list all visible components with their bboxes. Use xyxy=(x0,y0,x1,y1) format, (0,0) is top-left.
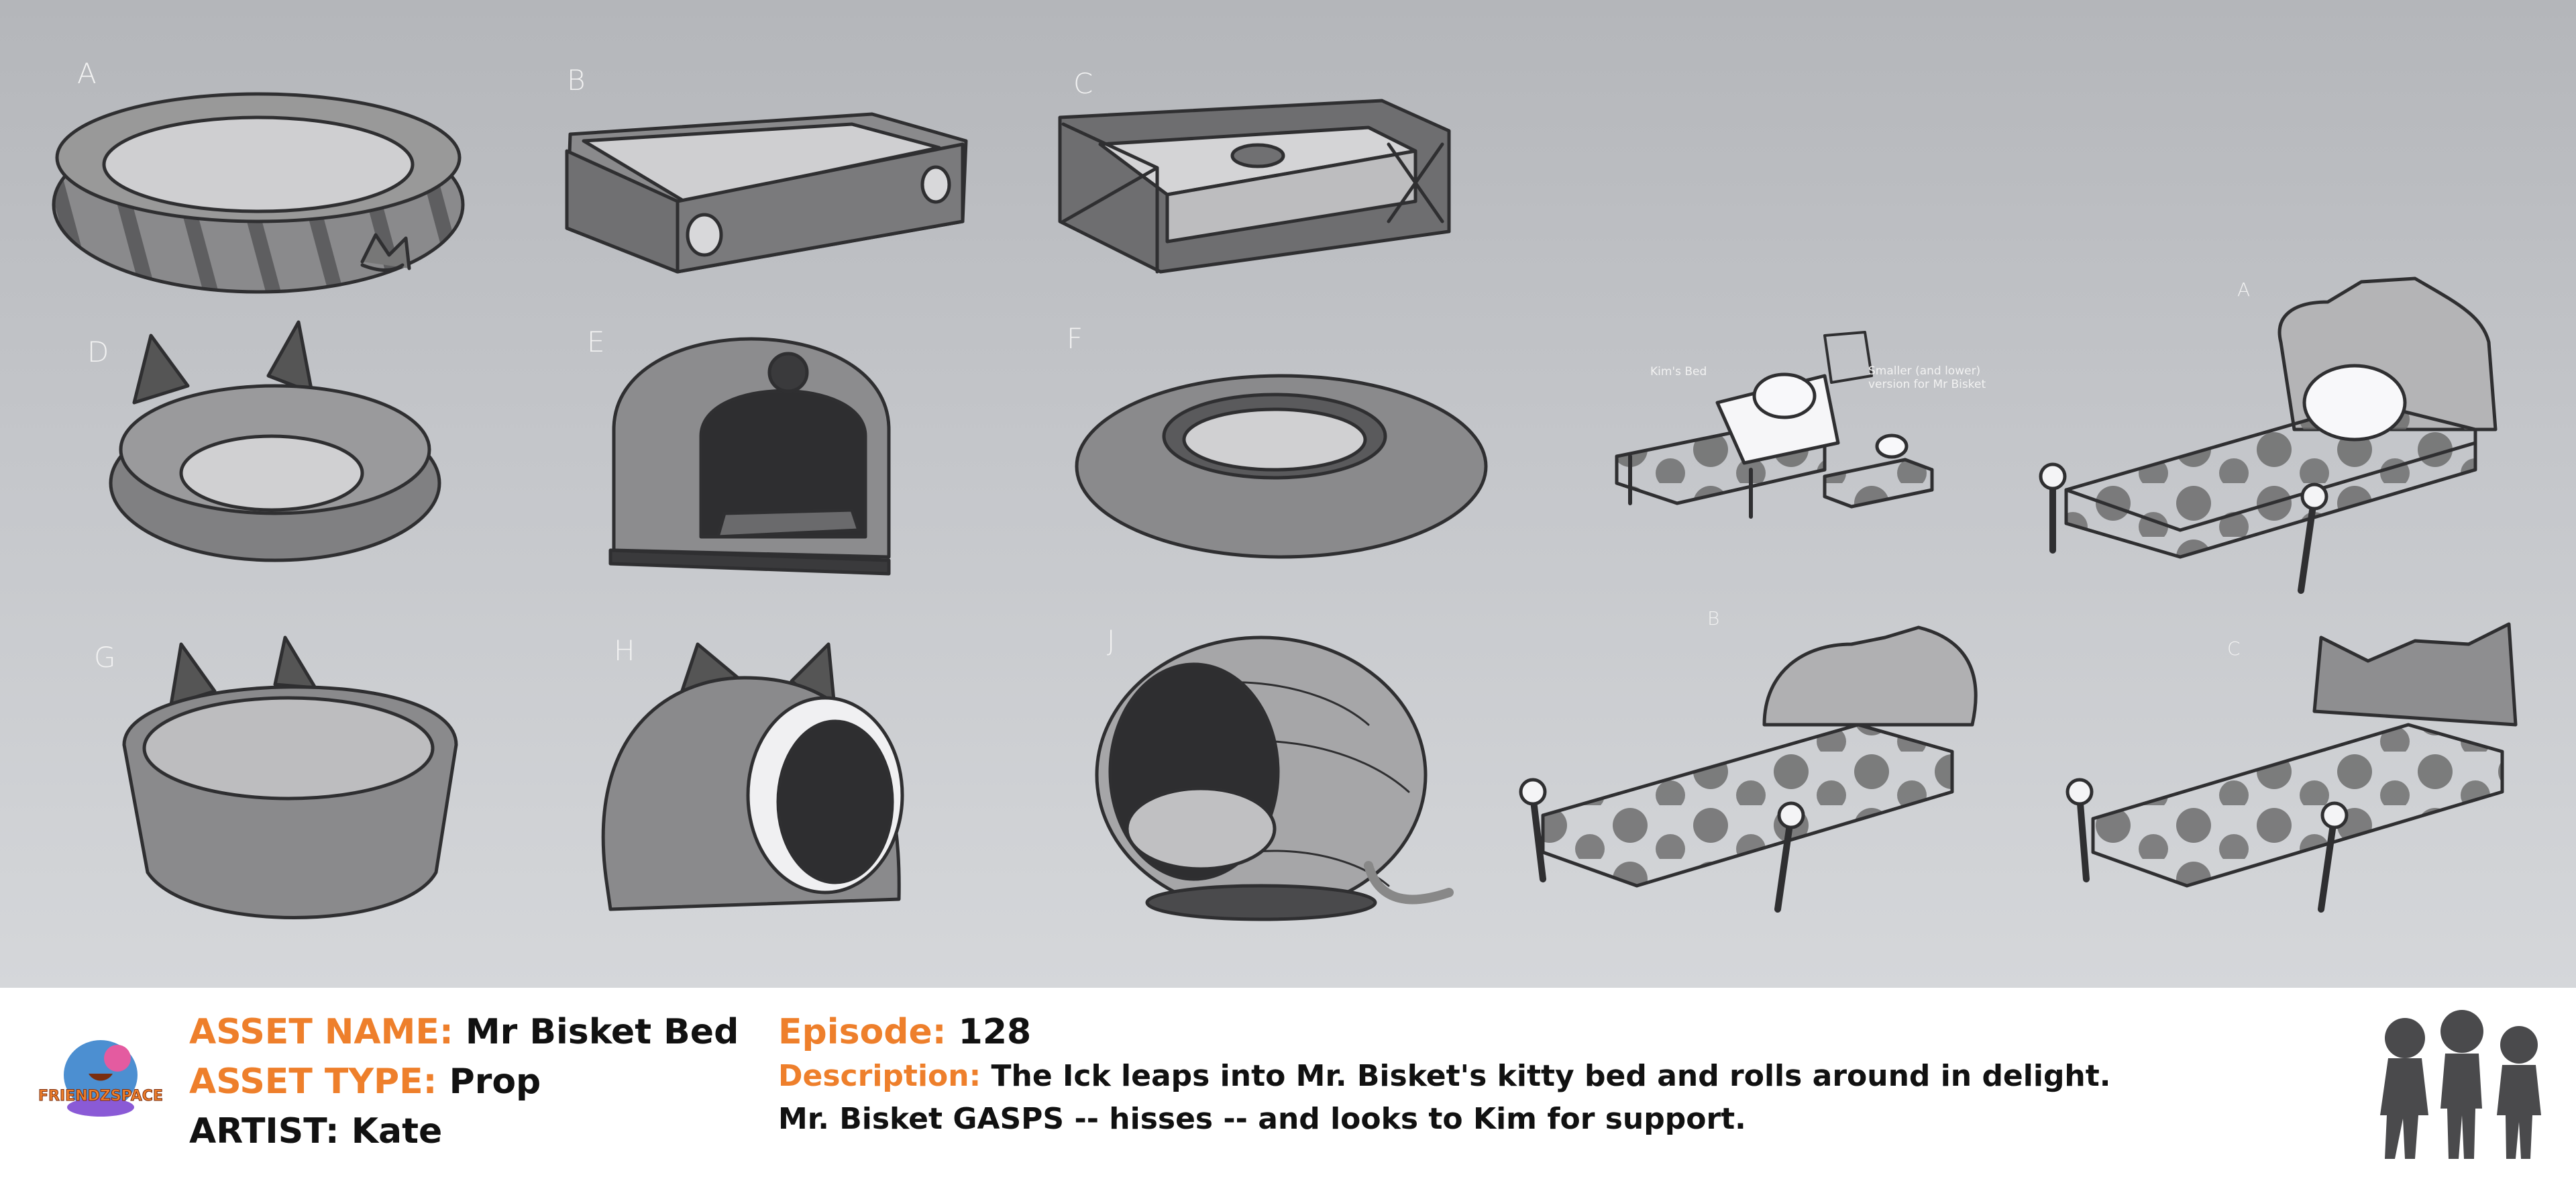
concept-letter-d: D xyxy=(87,336,109,368)
bed-letter-b: B xyxy=(1707,607,1720,629)
description-line-1: Description: The Ick leaps into Mr. Bisk… xyxy=(778,1059,2111,1093)
asset-type-label: ASSET TYPE: xyxy=(189,1062,437,1102)
note-kims-bed: Kim's Bed xyxy=(1650,365,1707,378)
scene-kims-bed xyxy=(1615,331,1934,519)
asset-type-line: ASSET TYPE: Prop xyxy=(189,1062,541,1102)
concept-sheet: A B C D E F G H J A B C Kim's Bed Smalle… xyxy=(0,0,2576,988)
character-silhouettes xyxy=(2380,1010,2541,1159)
sketch-artwork xyxy=(52,92,2518,921)
note-smaller-version: Smaller (and lower) version for Mr Biske… xyxy=(1868,364,1986,391)
bed-concept-c xyxy=(1058,99,1451,274)
episode-label: Episode: xyxy=(778,1012,947,1052)
concept-letter-h: H xyxy=(614,634,635,667)
asset-info-footer: FRIENDZSPACE ASSET NAME: Mr Bisket Bed A… xyxy=(0,988,2576,1177)
bed-design-a xyxy=(2039,276,2498,594)
bed-letter-c: C xyxy=(2227,637,2241,660)
bed-design-b xyxy=(1519,625,1978,913)
description-label: Description: xyxy=(778,1059,981,1093)
bed-concept-b xyxy=(565,112,968,274)
bed-design-c xyxy=(2065,622,2518,913)
asset-name-value: Mr Bisket Bed xyxy=(465,1012,739,1052)
asset-type-value: Prop xyxy=(449,1062,541,1102)
bed-concept-j xyxy=(1095,635,1454,921)
asset-name-label: ASSET NAME: xyxy=(189,1012,453,1052)
concept-letter-c: C xyxy=(1073,67,1093,100)
logo-text: FRIENDZSPACE xyxy=(38,1088,163,1105)
concept-letter-g: G xyxy=(94,641,116,674)
bed-concept-h xyxy=(601,642,904,911)
bed-concept-e xyxy=(608,337,891,576)
asset-name-line: ASSET NAME: Mr Bisket Bed xyxy=(189,1012,739,1052)
concept-letter-a: A xyxy=(77,57,97,90)
note-smaller-line-1: Smaller (and lower) xyxy=(1868,364,1981,378)
description-line-2: Mr. Bisket GASPS -- hisses -- and looks … xyxy=(778,1102,1746,1136)
friendzspace-logo: FRIENDZSPACE xyxy=(38,1040,163,1117)
episode-line: Episode: 128 xyxy=(778,1012,1031,1052)
bed-concept-g xyxy=(122,635,458,919)
concept-letter-e: E xyxy=(587,325,605,358)
bed-concept-d xyxy=(109,320,441,562)
concept-letter-j: J xyxy=(1107,624,1116,657)
concept-letter-f: F xyxy=(1067,322,1083,355)
bed-letter-a: A xyxy=(2237,278,2251,301)
concept-letter-b: B xyxy=(567,64,586,97)
artist-line: ARTIST: Kate xyxy=(189,1111,443,1152)
note-smaller-line-2: version for Mr Bisket xyxy=(1868,378,1986,391)
description-text-1: The Ick leaps into Mr. Bisket's kitty be… xyxy=(991,1059,2111,1093)
bed-concept-f xyxy=(1075,374,1488,559)
bed-concept-a xyxy=(52,92,465,294)
episode-value: 128 xyxy=(958,1012,1032,1052)
